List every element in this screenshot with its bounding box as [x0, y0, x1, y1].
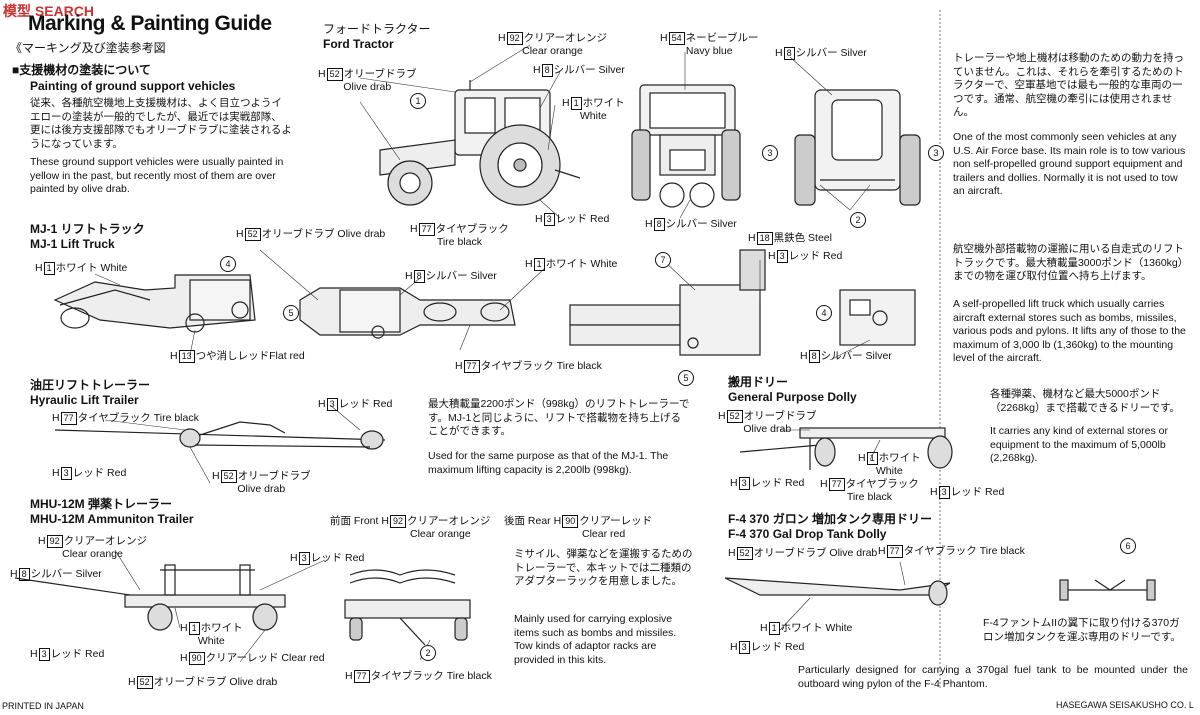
- mhu-12m-trailer-side-illustration: [14, 564, 286, 631]
- hyd-desc-en: Used for the same purpose as that of the…: [428, 450, 669, 476]
- ford-tractor-side-illustration: [379, 80, 581, 206]
- hyd-desc-jp: 最大積載量2200ポンド（998kg）のリフトトレーラーです。MJ-1と同じよう…: [428, 398, 690, 437]
- callout-2-ford: 2: [850, 212, 866, 228]
- ford-title-en: Ford Tractor: [323, 37, 394, 51]
- mj1-top-view-illustration: [299, 287, 516, 339]
- dolly-title-en: General Purpose Dolly: [728, 390, 857, 404]
- dolly-title-jp: 搬用ドリー: [728, 375, 789, 389]
- mhu-desc-en: Mainly used for carrying explosive items…: [514, 613, 677, 666]
- ford-title-jp: フォードトラクター: [323, 22, 431, 36]
- footer-company: HASEGAWA SEISAKUSHO CO. L: [1056, 700, 1194, 710]
- callout-5a: 5: [283, 305, 299, 321]
- callout-6: 6: [1120, 538, 1136, 554]
- mj1-desc-en: A self-propelled lift truck which usuall…: [953, 298, 1186, 364]
- f4-desc-en: Particularly designed for carrying a 370…: [798, 664, 1188, 690]
- callout-3a: 3: [762, 145, 778, 161]
- callout-4b: 4: [816, 305, 832, 321]
- f4-title-en: F-4 370 Gal Drop Tank Dolly: [728, 527, 887, 541]
- mj1-lift-truck-illustration: [53, 274, 256, 333]
- ford-tractor-front-illustration: [631, 84, 741, 208]
- general-purpose-dolly-illustration: [739, 427, 953, 470]
- callout-4: 4: [220, 256, 236, 272]
- support-text-jp: 従来、各種航空機地上支援機材は、よく目立つようイエローの塗装が一般的でしたが、最…: [30, 97, 292, 150]
- mhu-title-en: MHU-12M Ammuniton Trailer: [30, 512, 194, 526]
- watermark: 模型 SEARCH: [3, 3, 95, 19]
- dolly-desc-en: It carries any kind of external stores o…: [990, 425, 1168, 464]
- mj1-desc-jp: 航空機外部搭載物の運搬に用いる自走式のリフトトラックです。最大積載量3000ポン…: [953, 243, 1184, 282]
- f4-desc-jp: F-4ファントムIIの翼下に取り付ける370ガロン増加タンクを運ぶ専用のドリーで…: [983, 617, 1181, 643]
- callout-3b: 3: [928, 145, 944, 161]
- mhu-title-jp: MHU-12M 弾薬トレーラー: [30, 497, 173, 511]
- callout-5b: 5: [678, 370, 694, 386]
- f4-title-jp: F-4 370 ガロン 増加タンク専用ドリー: [728, 512, 933, 526]
- footer-printed: PRINTED IN JAPAN: [2, 701, 84, 711]
- callout-2-mhu: 2: [420, 645, 436, 661]
- hyd-title-jp: 油圧リフトトレーラー: [30, 378, 151, 392]
- dolly-desc-jp: 各種弾薬、機材など最大5000ポンド（2268kg）まで搭載できるドリーです。: [990, 388, 1181, 414]
- mhu-12m-front-view-illustration: [344, 569, 471, 646]
- callout-7: 7: [655, 252, 671, 268]
- mj1-title-en: MJ-1 Lift Truck: [30, 237, 115, 251]
- support-text-en: These ground support vehicles were usual…: [30, 156, 284, 195]
- mj1-title-jp: MJ-1 リフトトラック: [30, 222, 145, 236]
- mhu-desc-jp: ミサイル、弾薬などを運搬するためのトレーラーで、本キットでは二種類のアダプターラ…: [514, 548, 693, 587]
- page-title: Marking & Painting Guide: [28, 12, 272, 35]
- f4-tank-dolly-illustration: [724, 577, 1156, 606]
- ford-desc-jp: トレーラーや地上機材は移動のための動力を持っていません。これは、それらを牽引する…: [953, 52, 1184, 118]
- page-title-jp: 《マーキング及び塗装参考図: [10, 41, 166, 55]
- hydraulic-lift-trailer-illustration: [54, 421, 386, 450]
- mj1-rear-view-illustration: [839, 289, 916, 346]
- mj1-lift-arm-illustration: [569, 249, 766, 356]
- support-heading-en: Painting of ground support vehicles: [30, 79, 236, 93]
- ford-tractor-rear-illustration: [794, 89, 921, 206]
- support-heading-jp: ■支援機材の塗装について: [12, 63, 151, 77]
- ford-desc-en: One of the most commonly seen vehicles a…: [953, 131, 1186, 197]
- hyd-title-en: Hyraulic Lift Trailer: [30, 393, 139, 407]
- callout-1: 1: [410, 93, 426, 109]
